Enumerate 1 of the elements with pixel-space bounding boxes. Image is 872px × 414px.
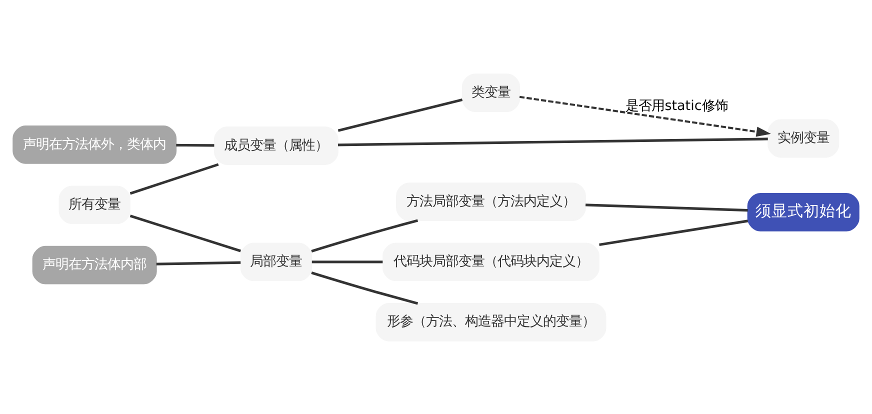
edge-label: 是否用static修饰 bbox=[626, 97, 728, 114]
